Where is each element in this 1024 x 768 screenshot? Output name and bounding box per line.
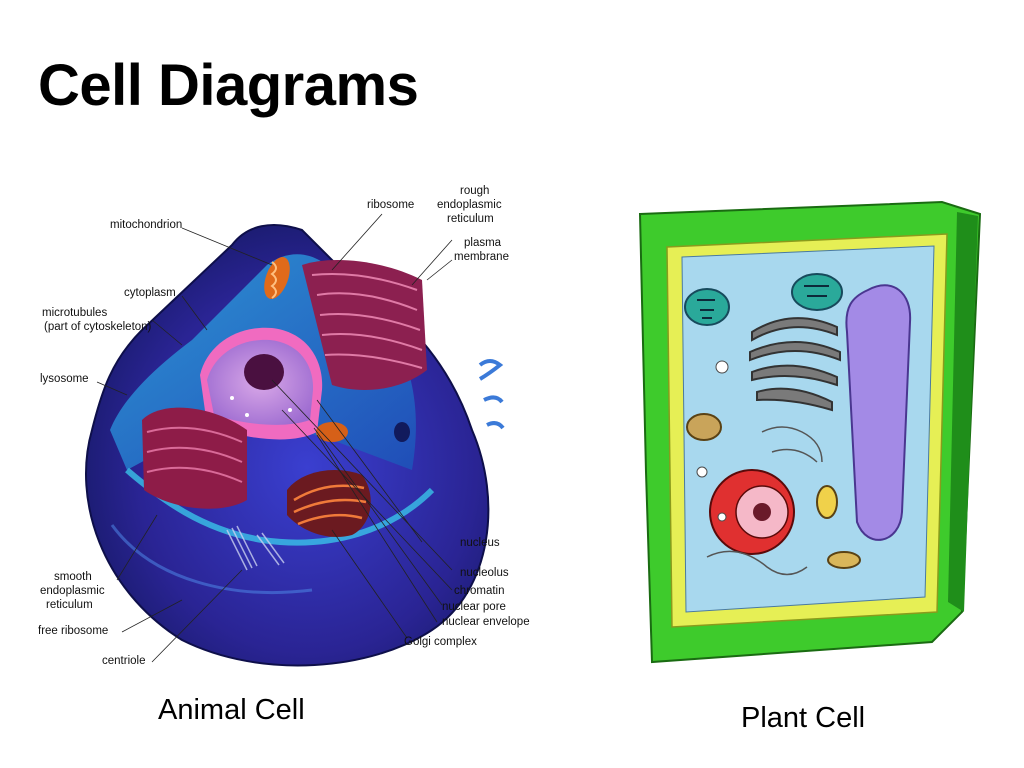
mitochondrion-organelle [264,256,290,300]
animal-cell-diagram: ribosome rough endoplasmic reticulum mit… [38,185,530,667]
label-lysosome: lysosome [40,373,89,385]
label-microtubules-2: (part of cytoskeleton) [44,321,152,333]
label-free-ribosome: free ribosome [38,625,108,637]
nucleolus-organelle [244,354,284,390]
plant-nucleus [709,469,795,555]
label-golgi: Golgi complex [404,636,477,648]
chloroplast-1 [684,288,730,326]
plant-nucleolus [753,503,771,521]
label-smooth-er-2: endoplasmic [40,585,105,597]
animal-cell-labels: ribosome rough endoplasmic reticulum mit… [38,185,530,667]
rough-er-organelle [302,260,427,390]
label-plasma-2: membrane [454,251,509,263]
plant-cell-caption: Plant Cell [741,702,866,734]
label-rough-er-1: rough [460,185,489,197]
label-smooth-er-3: reticulum [46,599,93,611]
animal-cell-caption: Animal Cell [158,694,305,726]
label-rough-er-3: reticulum [447,213,494,225]
vesicles [696,360,729,522]
plant-er [706,426,823,576]
label-smooth-er-1: smooth [54,571,92,583]
slide-title: Cell Diagrams [38,53,419,118]
label-ribosome: ribosome [367,199,414,211]
label-plasma-1: plasma [464,237,502,249]
plant-cell-diagram [638,200,982,664]
plasma-membrane-frill [478,359,505,430]
smooth-er-organelle [142,407,247,509]
mitochondrion-plant [686,413,861,569]
golgi-apparatus [749,317,841,412]
label-mitochondrion: mitochondrion [110,219,182,231]
label-rough-er-2: endoplasmic [437,199,502,211]
label-chromatin: chromatin [454,585,505,597]
label-microtubules-1: microtubules [42,307,107,319]
label-nucleus: nucleus [460,537,500,549]
centriole-organelle [226,525,285,571]
label-nucleolus: nucleolus [460,567,509,579]
label-centriole: centriole [102,655,145,667]
label-nuclear-envelope: nuclear envelope [442,616,530,628]
nucleus-organelle [200,327,323,440]
label-cytoplasm: cytoplasm [124,287,176,299]
mitochondrion-organelle-2 [316,422,410,442]
vacuole [845,284,912,541]
label-nuclear-pore: nuclear pore [442,601,506,613]
chloroplast-2 [791,273,843,311]
